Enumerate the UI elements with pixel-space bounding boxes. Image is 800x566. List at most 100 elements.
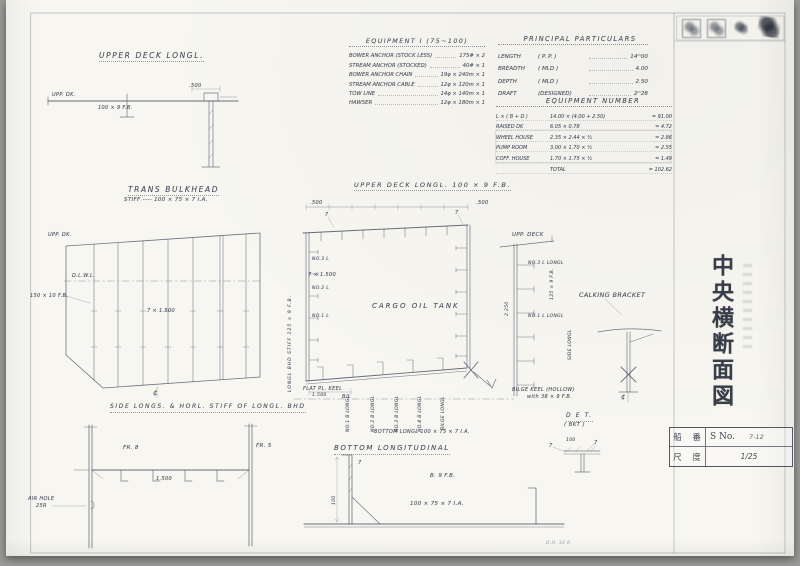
side-longl-label: SIDE LONGL — [568, 329, 573, 360]
b9fb-label: B. 9 F.B. — [430, 473, 456, 479]
longl-bhd-stiff-label: LONGL BHD STIFF 125 × 9 F.B. — [288, 294, 293, 392]
dotted-leader — [589, 94, 631, 96]
dotted-leader — [429, 66, 460, 68]
equipment-number-item: PUMP ROOM — [496, 145, 528, 152]
equipment-number-row: COFF. HOUSE 1.70 × 1.75 × ½ = 1.49 — [496, 152, 672, 163]
dim-500-topleft: .500 — [189, 83, 202, 89]
equipment-number-value: = 2.55 — [655, 145, 672, 152]
weld-mark-4: 7 — [594, 440, 598, 446]
bottom-longitudinal-title: BOTTOM LONGITUDINAL — [334, 445, 450, 455]
no3-b-longl-label: NO.3 B LONGL — [395, 395, 400, 432]
equipment-number-calc: 6.05 × 0.78 — [550, 124, 580, 131]
particular-name: DEPTH — [498, 78, 517, 85]
no2-b-longl-label: NO.2 B LONGL — [371, 395, 376, 432]
weld-mark-5: 7 — [358, 460, 362, 466]
particulars-row: BREADTH ( MLD ) 4.00 — [498, 60, 648, 72]
particulars-row: LENGTH ( P. P. ) 14ᵐ00 — [498, 48, 648, 60]
frame-spacing-dim: 1.500 — [156, 476, 173, 482]
deck-fb-dim: 100 × 9 F.B. — [98, 105, 133, 111]
equipment-row: BOWER ANCHOR (STOCK LESS) 175# × 2 — [349, 50, 485, 59]
dotted-leader — [589, 82, 633, 84]
equipment-item-name: STREAM ANCHOR CABLE — [349, 81, 415, 88]
equipment-item-name: BOWER ANCHOR CHAIN — [349, 72, 413, 79]
annotation-layer: UPPER DECK LONGL. TRANS BULKHEAD STIFF -… — [6, 0, 800, 566]
weld-mark-2: 7 — [455, 210, 459, 216]
bhd-centerline-mark: ¢ — [153, 389, 158, 397]
equipment-number-row: L × ( B + D ) 14.00 × (4.00 + 2.50) = 91… — [496, 110, 672, 121]
scale-label: 尺 度 — [670, 447, 706, 466]
dotted-leader — [417, 85, 438, 87]
equipment-number-value: = 102.62 — [648, 166, 672, 173]
equipment-number-item: L × ( B + D ) — [496, 113, 528, 120]
equipment-number-item: COFF. HOUSE — [496, 155, 530, 162]
dotted-leader — [589, 58, 628, 60]
det-dim-100: 100 — [566, 438, 576, 443]
bhd-stiff-dim: 150 × 10 F.B. — [30, 293, 69, 299]
no4-b-longl-label: NO.4 B LONGL — [418, 395, 423, 432]
equipment-number-box — [495, 129, 672, 164]
no1-l-longl-label: NO.1 L LONGL — [528, 314, 564, 319]
upper-deck-longl-fb-title: UPPER DECK LONGL. 100 × 9 F.B. — [354, 181, 512, 191]
cargo-oil-tank-label: CARGO OIL TANK — [372, 302, 460, 310]
ship-no-label: 船 番 — [670, 428, 706, 447]
no1-l-label: NO.1 L — [312, 314, 330, 319]
side-spacing-dim: 2.250 — [505, 301, 510, 316]
equipment-number-value: = 2.86 — [655, 134, 672, 141]
air-hole-radius: 25R — [36, 503, 47, 509]
bilge-keel-note-2: with 38 × 9 F.B. — [527, 394, 573, 400]
equipment-number-table: EQUIPMENT NUMBER L × ( B + D ) 14.00 × (… — [496, 97, 672, 174]
particulars-table-rows: LENGTH ( P. P. ) 14ᵐ00 BREADTH ( MLD ) 4… — [498, 48, 648, 97]
particular-value: 14ᵐ00 — [630, 54, 648, 61]
title-block: 船 番 S No. 7-12 尺 度 1/25 — [669, 427, 793, 467]
baseline-label: B/L — [342, 394, 351, 400]
side-longl-fb-dim: 125 × 9 F.B. — [550, 268, 555, 300]
trans-bulkhead-title: TRANS BULKHEAD — [128, 185, 220, 196]
particular-name: DRAFT — [498, 90, 517, 97]
paper-sheet: 中央横断面図 EQUIPMENT I (75~100) BOWER ANCHOR… — [6, 0, 794, 556]
border-frame — [30, 12, 786, 554]
equipment-number-value: = 4.72 — [655, 124, 672, 131]
bilge-longl-label: BILGE LONGL — [441, 396, 446, 430]
equipment-item-value: 175# × 2 — [459, 53, 485, 60]
bottom-longitudinal-drawing — [303, 454, 565, 528]
approval-stamp-icon — [682, 19, 701, 38]
trans-bulkhead-stiff-note: STIFF ---- 100 × 75 × 7 I.A. — [124, 197, 208, 203]
equipment-number-calc: 14.00 × (4.00 + 2.50) — [550, 113, 606, 120]
bilge-keel-note-1: BILGE KEEL (HOLLOW) — [512, 387, 575, 393]
ship-no-cell: S No. 7-12 — [706, 428, 792, 447]
scale-value: 1/25 — [740, 452, 758, 461]
calking-bracket-drawing — [597, 298, 662, 403]
approval-stamp-icon — [707, 19, 726, 38]
weld-mark-3: 7 — [549, 443, 553, 449]
side-longs-title: SIDE LONGS. & HORL. STIFF OF LONGL. BHD — [110, 404, 306, 413]
ship-no-prefix: S No. — [710, 432, 736, 442]
equipment-number-value: = 1.49 — [655, 155, 672, 162]
equipment-item-name: BOWER ANCHOR (STOCK LESS) — [349, 53, 433, 60]
drawing-title-vertical: 中央横断面図 — [708, 254, 734, 410]
equipment-number-item: WHEEL HOUSE — [496, 134, 534, 141]
dotted-leader — [589, 70, 633, 72]
det-bkt-sub: ( BKT ) — [564, 422, 585, 428]
principal-particulars-table: PRINCIPAL PARTICULARS LENGTH ( P. P. ) 1… — [498, 35, 648, 97]
dotted-leader — [415, 76, 438, 78]
det-bkt-drawing — [552, 442, 601, 473]
drawing-linework — [30, 12, 786, 554]
weld-mark-1: 7 — [325, 212, 329, 218]
approval-stamp-icon — [733, 20, 748, 35]
dotted-leader — [435, 57, 457, 59]
bottom-longl-note: BOTTOM LONGL 100 × 75 × 7 I.A. — [374, 429, 470, 435]
dim-500-deck-left: .500 — [310, 200, 323, 206]
no3-l-longl-label: NO.3 L LONGL — [528, 261, 564, 266]
dh-note: D.H. 16 R — [546, 541, 571, 546]
bhd-spacing-dim: 7 × 1.500 — [147, 308, 176, 314]
particular-qualifier: ( MLD ) — [538, 78, 559, 85]
particular-value: 2ᵐ28 — [633, 90, 648, 97]
equipment-number-calc: TOTAL — [550, 166, 566, 173]
keel-width-dim: 1.500 — [312, 393, 327, 398]
upper-deck-longl-title: UPPER DECK LONGL. — [99, 51, 204, 62]
equipment-item-value: 40# × 1 — [462, 62, 485, 69]
particulars-row: DEPTH ( MLD ) 2.50 — [498, 72, 648, 85]
equipment-row: STREAM ANCHOR (STOCKED) 40# × 1 — [349, 59, 485, 69]
equipment-number-row: WHEEL HOUSE 2.35 × 2.44 × ½ = 2.86 — [496, 131, 672, 142]
pencil-note-smudge — [743, 264, 752, 348]
